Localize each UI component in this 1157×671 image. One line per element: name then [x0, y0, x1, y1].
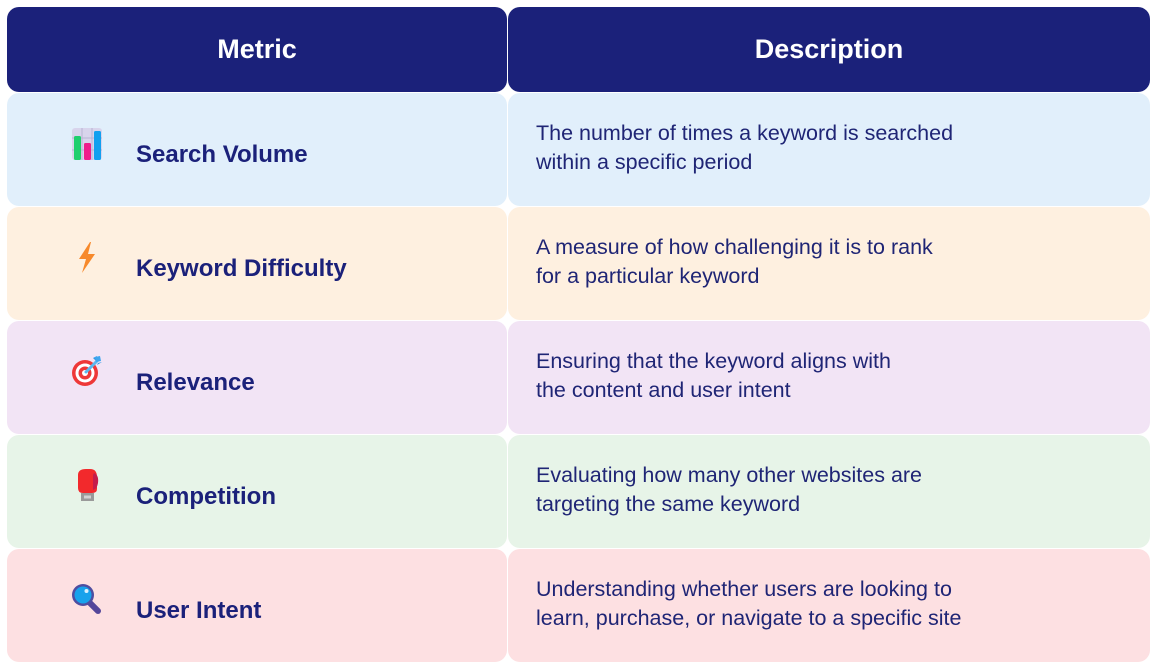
- table-row: Search Volume The number of times a keyw…: [7, 93, 1150, 206]
- table-row: User Intent Understanding whether users …: [7, 549, 1150, 662]
- target-dart-icon: [69, 353, 105, 389]
- description-line: targeting the same keyword: [536, 492, 801, 516]
- header-description-label: Description: [754, 34, 904, 64]
- description-line: the content and user intent: [536, 378, 791, 402]
- header-description: Description: [508, 7, 1150, 92]
- description-line: Evaluating how many other websites are: [536, 463, 923, 487]
- bar-chart-icon: [69, 125, 105, 161]
- metric-cell: Competition: [7, 435, 507, 548]
- boxing-glove-icon: [69, 467, 105, 503]
- description-line: learn, purchase, or navigate to a specif…: [536, 606, 962, 630]
- metric-cell: Relevance: [7, 321, 507, 434]
- table-row: Relevance Ensuring that the keyword alig…: [7, 321, 1150, 434]
- metric-cell: Search Volume: [7, 93, 507, 206]
- header-metric-label: Metric: [217, 34, 297, 64]
- magnifying-glass-icon: [69, 581, 105, 617]
- metrics-table: Metric Description Search Volume The nu: [7, 7, 1150, 663]
- metric-label: Competition: [136, 483, 276, 510]
- table-header: Metric Description: [7, 7, 1150, 92]
- metric-label: User Intent: [136, 597, 262, 624]
- description-cell: Evaluating how many other websites are t…: [508, 435, 1150, 548]
- description-line: within a specific period: [536, 150, 753, 174]
- description-cell: The number of times a keyword is searche…: [508, 93, 1150, 206]
- lightning-bolt-icon: [69, 239, 105, 275]
- description-line: for a particular keyword: [536, 264, 760, 288]
- description-line: Understanding whether users are looking …: [536, 577, 952, 601]
- description-cell: A measure of how challenging it is to ra…: [508, 207, 1150, 320]
- description-line: The number of times a keyword is searche…: [536, 121, 954, 145]
- metric-cell: User Intent: [7, 549, 507, 662]
- description-cell: Ensuring that the keyword aligns with th…: [508, 321, 1150, 434]
- metric-label: Relevance: [136, 369, 255, 396]
- description-line: A measure of how challenging it is to ra…: [536, 235, 933, 259]
- metric-label: Search Volume: [136, 141, 308, 168]
- description-cell: Understanding whether users are looking …: [508, 549, 1150, 662]
- header-metric: Metric: [7, 7, 507, 92]
- table-row: Competition Evaluating how many other we…: [7, 435, 1150, 548]
- table-row: Keyword Difficulty A measure of how chal…: [7, 207, 1150, 320]
- metric-cell: Keyword Difficulty: [7, 207, 507, 320]
- metric-label: Keyword Difficulty: [136, 255, 347, 282]
- description-line: Ensuring that the keyword aligns with: [536, 349, 891, 373]
